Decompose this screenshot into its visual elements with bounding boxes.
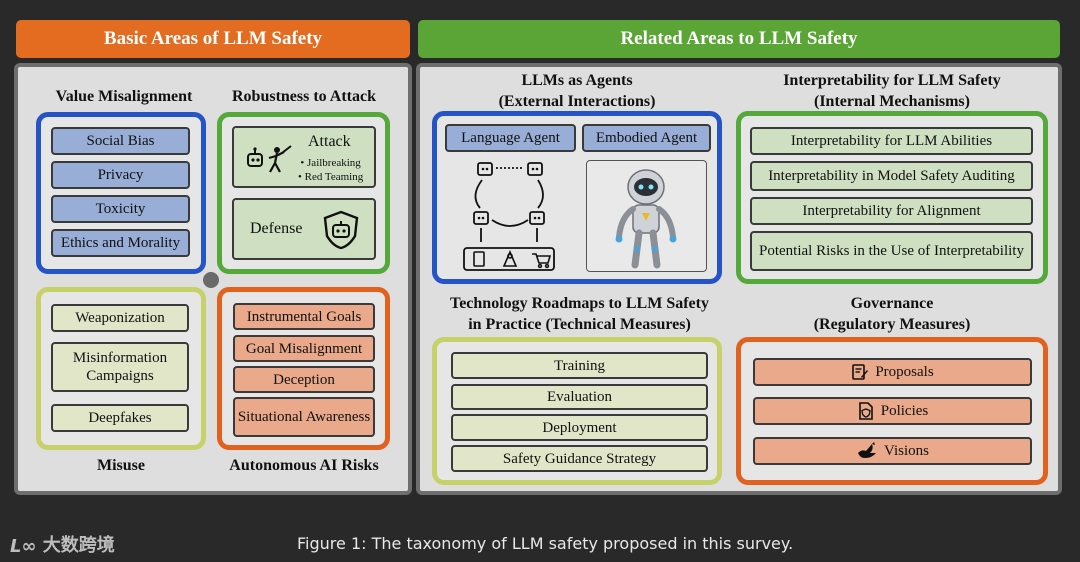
deception-item: Deception [233,366,375,393]
proposals-label: Proposals [875,364,934,380]
roadmaps-title: Technology Roadmaps to LLM Safety in Pra… [450,295,709,333]
interp-risks-item: Potential Risks in the Use of Interpreta… [750,231,1033,271]
embodied-agent-item: Embodied Agent [582,124,711,152]
misinformation-item: Misinformation Campaigns [51,342,189,392]
basic-areas-header: Basic Areas of LLM Safety [16,20,410,58]
shield-robot-icon [323,210,359,250]
embodied-agent-image [586,160,707,272]
policies-label: Policies [880,403,929,419]
ethics-morality-item: Ethics and Morality [51,229,190,257]
robustness-title: Robustness to Attack [231,88,376,105]
language-agent-item: Language Agent [445,124,576,152]
privacy-item: Privacy [51,161,190,189]
multi-agent-diagram [463,162,555,271]
attack-robot-icon [247,145,292,173]
safety-guidance-item: Safety Guidance Strategy [451,445,708,472]
interp-auditing-item: Interpretability in Model Safety Auditin… [750,161,1033,191]
center-dot [203,272,219,288]
deepfakes-item: Deepfakes [51,404,189,432]
document-edit-icon [852,364,869,380]
policies-item: Policies [753,397,1032,425]
visions-label: Visions [884,443,929,459]
goal-misalignment-item: Goal Misalignment [233,335,375,362]
training-item: Training [451,352,708,379]
jailbreaking-label: • Jailbreaking [300,157,361,169]
deployment-item: Deployment [451,414,708,441]
toxicity-item: Toxicity [51,195,190,223]
figure-caption: Figure 1: The taxonomy of LLM safety pro… [297,534,794,553]
dove-icon [858,442,877,458]
visions-item: Visions [753,437,1032,465]
watermark-logo-icon: L∞ [10,535,37,557]
proposals-item: Proposals [753,358,1032,386]
governance-title: Governance (Regulatory Measures) [813,295,971,333]
evaluation-item: Evaluation [451,384,708,410]
humanoid-robot-icon [615,169,677,269]
social-bias-item: Social Bias [51,127,190,155]
related-areas-header: Related Areas to LLM Safety [418,20,1060,58]
policy-document-icon [858,402,873,420]
agents-title: LLMs as Agents (External Interactions) [498,72,656,110]
misuse-title: Misuse [97,457,145,474]
attack-subitems: • Jailbreaking • Red Teaming [298,156,363,184]
interp-alignment-item: Interpretability for Alignment [750,197,1033,225]
defense-label: Defense [250,220,303,237]
instrumental-goals-item: Instrumental Goals [233,303,375,330]
value-misalignment-title: Value Misalignment [55,88,193,105]
defense-box: Defense [232,198,376,260]
attack-box: Attack • Jailbreaking • Red Teaming [232,126,376,188]
interpretability-title: Interpretability for LLM Safety (Interna… [783,72,1001,110]
watermark: L∞ 大数跨境 [10,535,115,557]
interp-abilities-item: Interpretability for LLM Abilities [750,127,1033,155]
red-teaming-label: • Red Teaming [298,171,364,183]
situational-awareness-item: Situational Awareness [233,397,375,437]
weaponization-item: Weaponization [51,304,189,332]
autonomous-title: Autonomous AI Risks [229,457,379,474]
attack-label: Attack [308,133,351,150]
